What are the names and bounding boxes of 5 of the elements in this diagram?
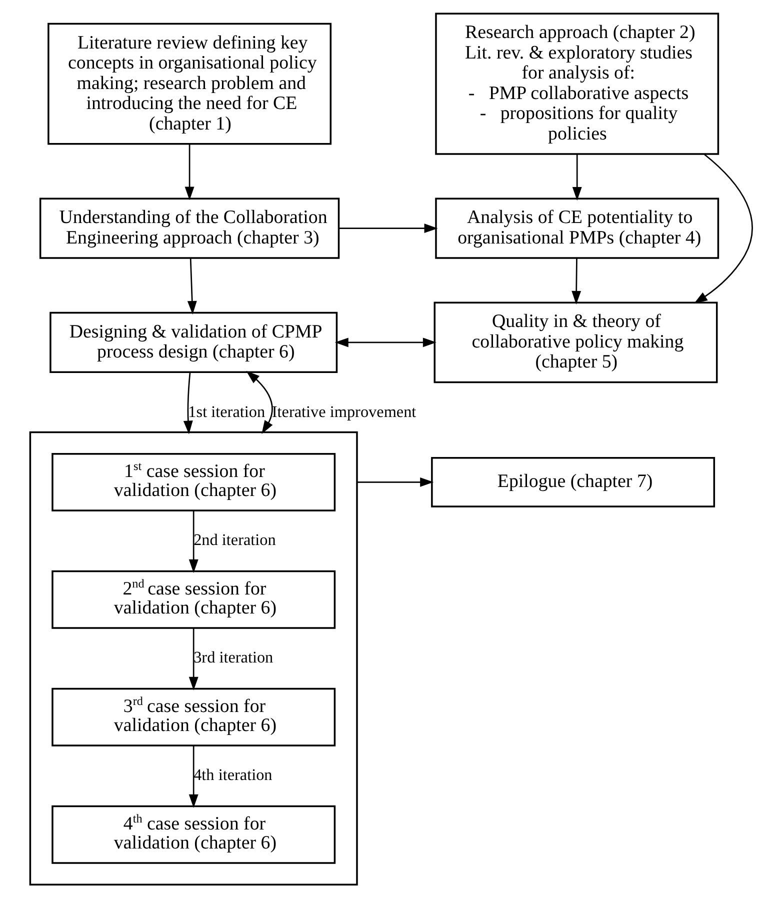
edge-label: 1st iteration — [188, 402, 265, 421]
edge-label: 4th iteration — [193, 766, 272, 784]
edge-label: Iterative improvement — [271, 402, 416, 421]
edge-label: 3rd iteration — [193, 648, 273, 667]
edge-label: 2nd iteration — [193, 531, 276, 550]
